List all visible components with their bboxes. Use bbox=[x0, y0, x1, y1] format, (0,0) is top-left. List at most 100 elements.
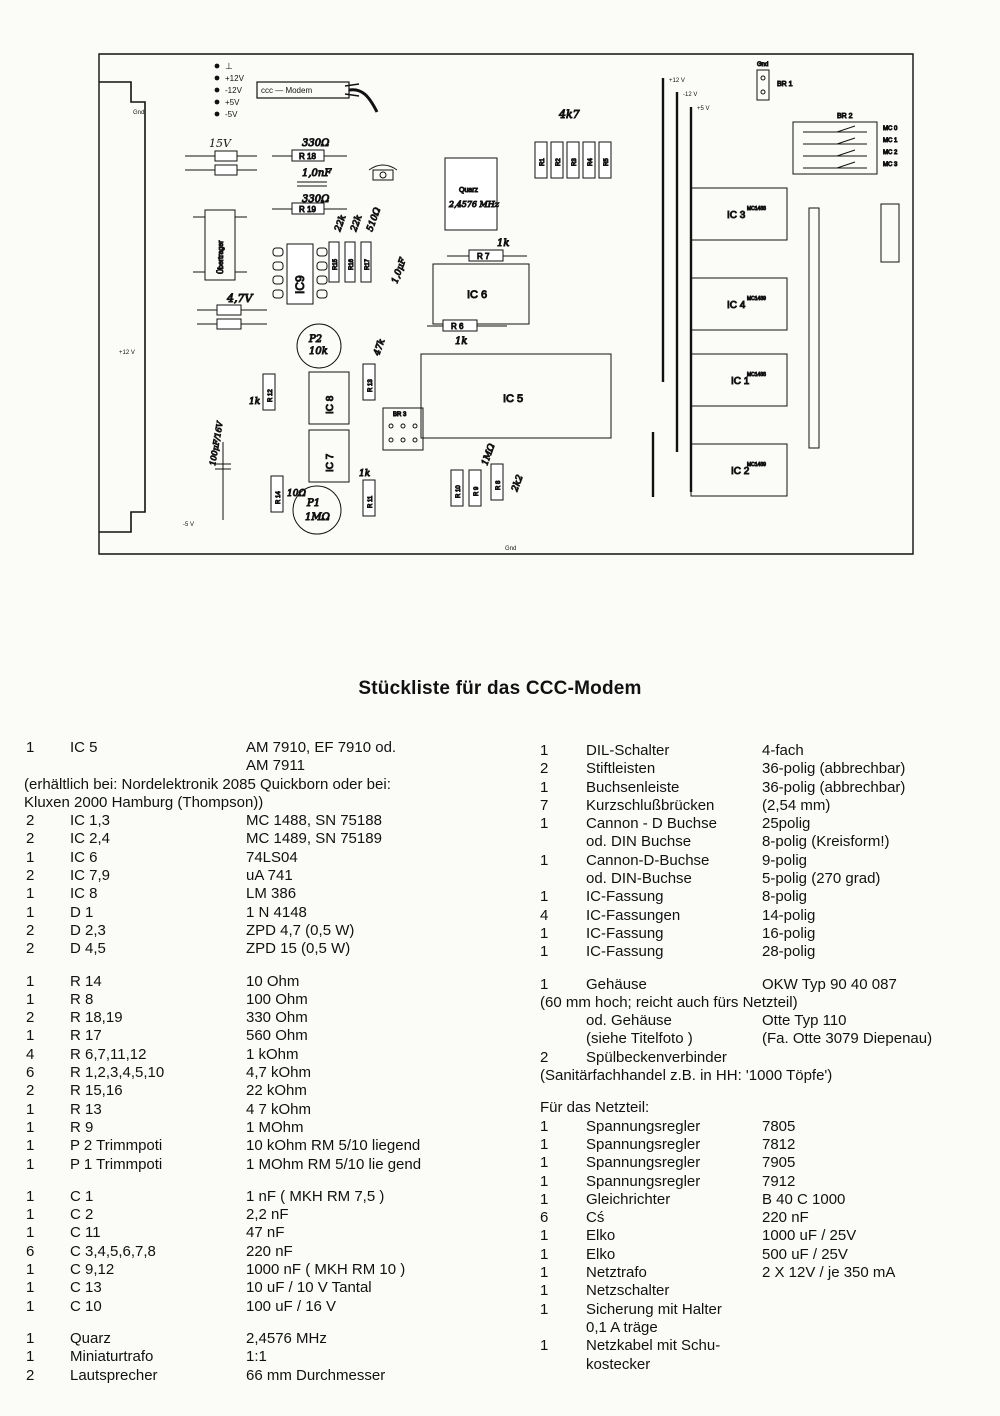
part-value: 100 Ohm bbox=[246, 990, 308, 1008]
part-value: 220 nF bbox=[246, 1242, 293, 1260]
modem-label: ccc — Modem bbox=[256, 81, 379, 113]
svg-text:Übertrager: Übertrager bbox=[217, 240, 225, 274]
part-value: 1:1 bbox=[246, 1348, 267, 1366]
part-name: C 13 bbox=[70, 1279, 102, 1297]
part-value: uA 741 bbox=[246, 867, 293, 885]
part-value: LM 386 bbox=[246, 885, 297, 903]
cannon-connector bbox=[880, 203, 900, 263]
r7: 1k R 7 bbox=[447, 238, 527, 262]
quartz-crystal: Quarz 2,4576 MHz bbox=[444, 157, 500, 231]
part-name: D 1 bbox=[70, 903, 94, 921]
svg-text:+12 V: +12 V bbox=[669, 78, 685, 84]
pin-plus5: +5V bbox=[225, 98, 240, 107]
part-name: Stiftleisten bbox=[586, 760, 656, 778]
part-name: C 9,12 bbox=[70, 1261, 115, 1279]
r11: R 11 1k bbox=[359, 469, 376, 517]
part-value: 1 nF ( MKH RM 7,5 ) bbox=[246, 1187, 385, 1205]
part-quantity: 1 bbox=[540, 1135, 549, 1153]
part-value: 220 nF bbox=[762, 1209, 809, 1227]
part-name: Lautsprecher bbox=[70, 1366, 158, 1384]
part-name: DIL-Schalter bbox=[586, 742, 670, 759]
part-value: 25polig bbox=[762, 815, 811, 833]
parts-note: (erhältlich bei: Nordelektronik 2085 Qui… bbox=[24, 775, 391, 793]
part-quantity: 1 bbox=[26, 739, 35, 756]
trimmer-p2: P2 10k bbox=[296, 323, 342, 369]
svg-text:MC1488: MC1488 bbox=[747, 372, 766, 378]
svg-text:IC9: IC9 bbox=[293, 275, 307, 294]
board-outline bbox=[98, 53, 914, 555]
pin-plus12: +12V bbox=[225, 74, 245, 83]
part-quantity: 1 bbox=[540, 975, 549, 993]
dil-switch-br2: BR 2 MC 0 MC 1 MC 2 MC 3 bbox=[792, 113, 898, 175]
part-quantity: 6 bbox=[540, 1209, 549, 1227]
parts-row: Für das Netzteil: bbox=[540, 1099, 980, 1117]
part-value: ZPD 15 (0,5 W) bbox=[246, 940, 351, 958]
pin-minus12: -12V bbox=[225, 86, 243, 95]
part-value: OKW Typ 90 40 087 bbox=[762, 975, 897, 993]
part-name: (siehe Titelfoto ) bbox=[586, 1030, 693, 1048]
part-value: (2,54 mm) bbox=[762, 796, 831, 814]
part-value: ZPD 4,7 (0,5 W) bbox=[246, 921, 355, 939]
parts-row: (siehe Titelfoto )(Fa. Otte 3079 Diepena… bbox=[540, 1030, 980, 1048]
part-value: 7812 bbox=[762, 1135, 796, 1153]
ic8: IC 8 bbox=[308, 371, 350, 425]
part-name: Quarz bbox=[70, 1329, 111, 1347]
part-name: Kurzschlußbrücken bbox=[586, 796, 715, 814]
capacitor-c10: 100μF/16V bbox=[208, 419, 231, 520]
part-name: IC-Fassung bbox=[586, 888, 664, 906]
trimmer-p1: P1 1MΩ bbox=[292, 485, 342, 535]
part-quantity: 2 bbox=[26, 830, 35, 848]
power-pin-legend: ⊥ +12V -12V +5V -5V bbox=[214, 61, 245, 119]
part-quantity: 1 bbox=[26, 885, 35, 903]
svg-text:IC 2: IC 2 bbox=[731, 466, 750, 477]
part-value: 560 Ohm bbox=[246, 1027, 308, 1045]
r12: R 12 1k bbox=[249, 373, 276, 411]
svg-text:1k: 1k bbox=[497, 238, 509, 249]
part-name: Gleichrichter bbox=[586, 1190, 671, 1208]
part-name: IC-Fassungen bbox=[586, 906, 681, 924]
ic6: IC 6 bbox=[432, 263, 530, 325]
part-value: 4 7 kOhm bbox=[246, 1100, 312, 1118]
part-quantity: 2 bbox=[26, 921, 35, 939]
part-value: 1000 nF ( MKH RM 10 ) bbox=[246, 1261, 406, 1279]
ic9: IC9 bbox=[272, 243, 328, 305]
part-quantity: 1 bbox=[26, 1261, 35, 1279]
part-value: 22 kOhm bbox=[246, 1082, 307, 1100]
r15-r17-group: R15 R16 R17 22k 22k 510Ω 1,0μF bbox=[328, 205, 410, 286]
part-value: 1 N 4148 bbox=[246, 903, 307, 921]
parts-row: (60 mm hoch; reicht auch fürs Netzteil) bbox=[540, 994, 980, 1012]
svg-text:-12 V: -12 V bbox=[683, 92, 697, 98]
svg-text:R 11: R 11 bbox=[368, 495, 374, 508]
part-name: R 14 bbox=[70, 972, 102, 990]
part-value: 2,4576 MHz bbox=[246, 1329, 327, 1347]
svg-text:R17: R17 bbox=[365, 258, 371, 270]
part-value: 36-polig (abbrechbar) bbox=[762, 778, 906, 796]
part-value: 100 uF / 16 V bbox=[246, 1297, 337, 1315]
page-title: Stückliste für das CCC-Modem bbox=[358, 678, 642, 699]
part-value: 8-polig bbox=[762, 888, 808, 906]
svg-text:BR 2: BR 2 bbox=[837, 113, 853, 120]
svg-text:1,0μF: 1,0μF bbox=[390, 256, 409, 285]
part-name: R 6,7,11,12 bbox=[70, 1045, 147, 1063]
parts-note: Kluxen 2000 Hamburg (Thompson)) bbox=[24, 793, 264, 811]
svg-text:47k: 47k bbox=[372, 338, 388, 358]
part-quantity: 1 bbox=[540, 742, 549, 759]
parts-note: (Sanitärfachhandel z.B. in HH: '1000 Töp… bbox=[540, 1067, 833, 1085]
part-quantity: 1 bbox=[540, 1337, 549, 1355]
ic1: IC 1 MC1488 bbox=[690, 353, 788, 407]
svg-text:1k: 1k bbox=[359, 469, 370, 479]
part-quantity: 2 bbox=[26, 1009, 35, 1027]
part-quantity: 6 bbox=[26, 1242, 35, 1260]
